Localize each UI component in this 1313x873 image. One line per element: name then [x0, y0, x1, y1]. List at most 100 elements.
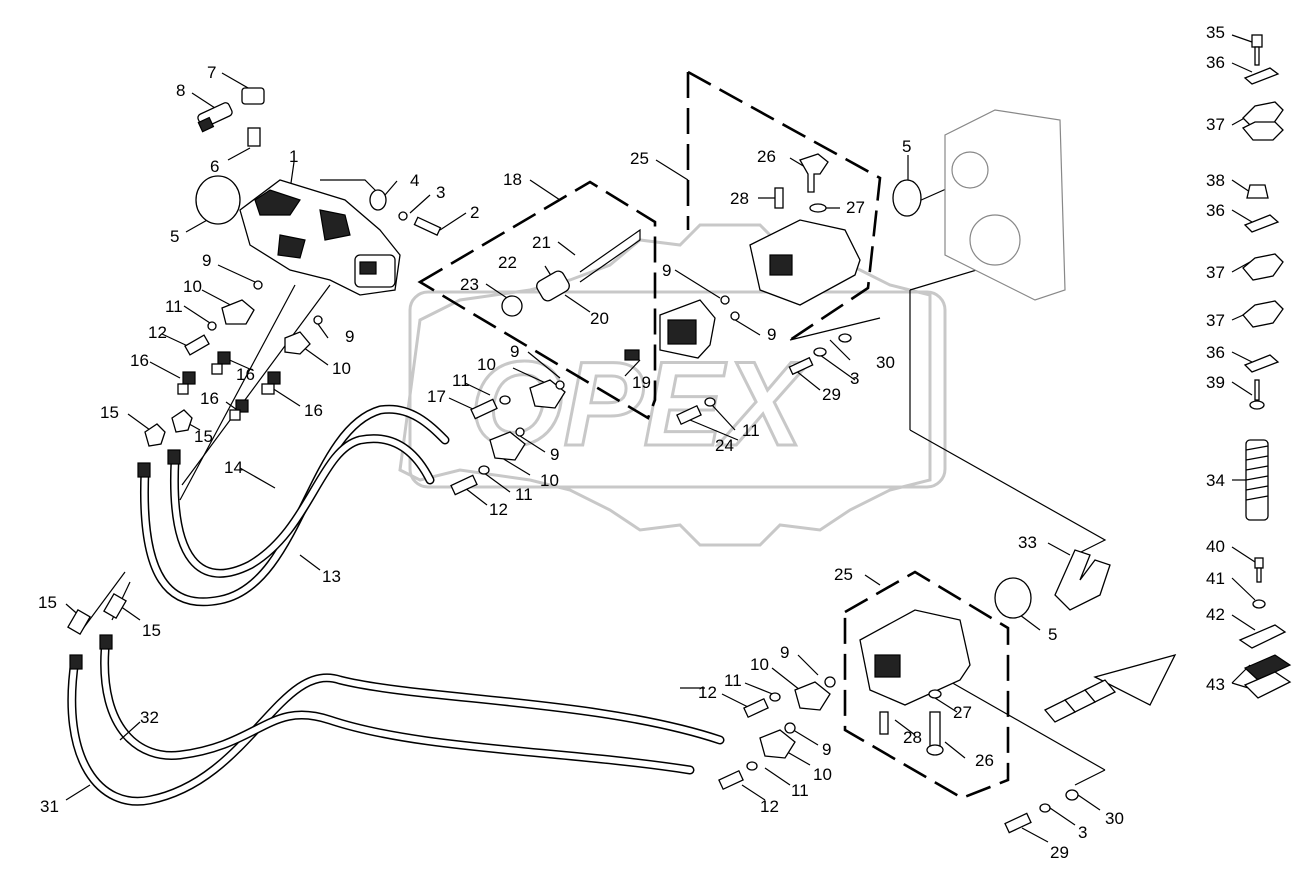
- callout-12: 12: [698, 683, 717, 702]
- callout-9: 9: [345, 327, 354, 346]
- callout-9: 9: [550, 445, 559, 464]
- callout-8: 8: [176, 81, 185, 100]
- callout-3: 3: [1078, 823, 1087, 842]
- callout-40: 40: [1206, 537, 1225, 556]
- callout-10: 10: [332, 359, 351, 378]
- fittings-top-left: [137, 87, 442, 478]
- callout-31: 31: [40, 797, 59, 816]
- callout-12: 12: [489, 500, 508, 519]
- callout-22: 22: [498, 253, 517, 272]
- callout-15: 15: [100, 403, 119, 422]
- callout-30: 30: [1105, 809, 1124, 828]
- callout-10: 10: [183, 277, 202, 296]
- callout-26: 26: [975, 751, 994, 770]
- callout-32: 32: [140, 708, 159, 727]
- callout-30: 30: [876, 353, 895, 372]
- callout-11: 11: [791, 781, 809, 800]
- callout-9: 9: [780, 643, 789, 662]
- callout-34: 34: [1206, 471, 1225, 490]
- callout-29: 29: [822, 385, 841, 404]
- callout-9: 9: [202, 251, 211, 270]
- callout-10: 10: [750, 655, 769, 674]
- callout-39: 39: [1206, 373, 1225, 392]
- watermark: OPEX: [398, 223, 947, 547]
- callout-26: 26: [757, 147, 776, 166]
- block-group-18-outline: [417, 180, 657, 420]
- callout-12: 12: [148, 323, 167, 342]
- callout-28: 28: [903, 728, 922, 747]
- callout-16: 16: [304, 401, 323, 420]
- callout-37: 37: [1206, 311, 1225, 330]
- callout-27: 27: [953, 703, 972, 722]
- callout-6: 6: [210, 157, 219, 176]
- callout-11: 11: [724, 671, 742, 690]
- callout-27: 27: [846, 198, 865, 217]
- callout-13: 13: [322, 567, 341, 586]
- callout-10: 10: [477, 355, 496, 374]
- control-valve-top: [720, 153, 922, 376]
- callout-5: 5: [1048, 625, 1057, 644]
- callout-38: 38: [1206, 171, 1225, 190]
- callout-29: 29: [1050, 843, 1069, 862]
- callout-20: 20: [590, 309, 609, 328]
- callout-5: 5: [902, 137, 911, 156]
- callout-21: 21: [532, 233, 551, 252]
- callout-9: 9: [510, 342, 519, 361]
- callout-36: 36: [1206, 201, 1225, 220]
- callout-3: 3: [850, 369, 859, 388]
- callout-35: 35: [1206, 23, 1225, 42]
- callout-1: 1: [289, 147, 298, 166]
- callout-25: 25: [630, 149, 649, 168]
- callout-11: 11: [165, 297, 183, 316]
- valve-group-25-bottom-outline: [843, 570, 1010, 800]
- callout-25: 25: [834, 565, 853, 584]
- valve-group-25-top-outline: [687, 70, 882, 342]
- callout-37: 37: [1206, 115, 1225, 134]
- callout-9: 9: [822, 740, 831, 759]
- hoses: [67, 404, 725, 806]
- callout-12: 12: [760, 797, 779, 816]
- valve-block-group: [501, 228, 716, 361]
- leader-lines: [65, 34, 1256, 843]
- callout-16: 16: [130, 351, 149, 370]
- callout-15: 15: [38, 593, 57, 612]
- callout-4: 4: [410, 171, 419, 190]
- callout-19: 19: [632, 373, 651, 392]
- callout-36: 36: [1206, 343, 1225, 362]
- callout-11: 11: [515, 485, 533, 504]
- callout-37: 37: [1206, 263, 1225, 282]
- callout-18: 18: [503, 170, 522, 189]
- callout-5: 5: [170, 227, 179, 246]
- direction-arrow: [1043, 653, 1177, 723]
- callout-11: 11: [452, 371, 470, 390]
- clamp-parts-column: [1238, 34, 1292, 699]
- callout-24: 24: [715, 436, 734, 455]
- callout-2: 2: [470, 203, 479, 222]
- callout-9: 9: [662, 261, 671, 280]
- callout-11: 11: [742, 421, 760, 440]
- callout-9: 9: [767, 325, 776, 344]
- callout-23: 23: [460, 275, 479, 294]
- callout-10: 10: [540, 471, 559, 490]
- callout-3: 3: [436, 183, 445, 202]
- fittings-bottom: [67, 592, 1079, 834]
- callout-41: 41: [1206, 569, 1225, 588]
- callout-17: 17: [427, 387, 446, 406]
- callout-labels: 7861543291011121616161691015151413182122…: [38, 23, 1225, 862]
- callout-42: 42: [1206, 605, 1225, 624]
- callout-28: 28: [730, 189, 749, 208]
- gearbox: [944, 109, 1066, 301]
- callout-10: 10: [813, 765, 832, 784]
- callout-16: 16: [236, 365, 255, 384]
- control-valve-bottom: [859, 549, 1111, 756]
- callout-15: 15: [142, 621, 161, 640]
- callout-14: 14: [224, 458, 243, 477]
- fittings-middle: [450, 379, 716, 496]
- callout-15: 15: [194, 427, 213, 446]
- callout-7: 7: [207, 63, 216, 82]
- hydraulic-pump: [239, 179, 401, 296]
- watermark-text: OPEX: [470, 337, 810, 471]
- callout-33: 33: [1018, 533, 1037, 552]
- callout-16: 16: [200, 389, 219, 408]
